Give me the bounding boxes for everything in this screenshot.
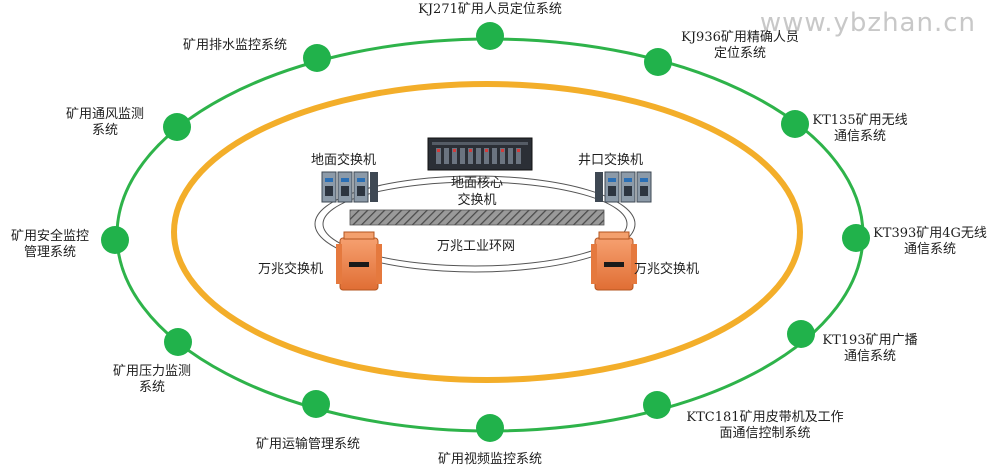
system-node-kj936: [644, 48, 672, 76]
wellhead-switch-label: 井口交换机: [578, 153, 644, 168]
inner-backbone-ring: [171, 81, 803, 383]
ring-network-lines: [314, 175, 636, 273]
ground-switch-device: [321, 171, 378, 203]
system-label-ventilation: 矿用通风监测系统: [65, 107, 144, 138]
system-node-transport: [302, 390, 330, 418]
system-label-safety: 矿用安全监控管理系统: [10, 229, 89, 260]
wellhead-switch-device: [595, 171, 652, 203]
system-node-video: [476, 414, 504, 442]
system-label-transport: 矿用运输管理系统: [255, 437, 360, 452]
system-label-video: 矿用视频监控系统: [437, 452, 542, 467]
outer-system-ring: [115, 37, 865, 433]
system-node-kt193: [787, 320, 815, 348]
system-node-safety: [101, 226, 129, 254]
core-switch-label-line1: 地面核心: [450, 176, 503, 191]
core-switch-label-line2: 交换机: [457, 193, 497, 208]
backbone-bar: [349, 209, 605, 226]
system-label-ktc181: KTC181矿用皮带机及工作面通信控制系统: [686, 410, 844, 441]
system-nodes: [101, 22, 870, 442]
system-node-ktc181: [643, 391, 671, 419]
system-node-kj271: [476, 22, 504, 50]
system-label-kj936: KJ936矿用精确人员定位系统: [681, 30, 799, 61]
system-node-pressure: [164, 328, 192, 356]
gigabit-switch-left-label: 万兆交换机: [258, 262, 324, 277]
ground-switch-label: 地面交换机: [311, 153, 377, 168]
system-label-kt135: KT135矿用无线通信系统: [812, 113, 908, 144]
ring-network-label: 万兆工业环网: [436, 239, 515, 254]
gigabit-switch-right-label: 万兆交换机: [634, 262, 700, 277]
system-label-kt393: KT393矿用4G无线通信系统: [873, 226, 987, 257]
system-label-kt193: KT193矿用广播通信系统: [822, 333, 918, 364]
core-switch-device: [427, 137, 533, 171]
system-node-kt135: [781, 110, 809, 138]
system-node-ventilation: [163, 113, 191, 141]
system-label-drainage: 矿用排水监控系统: [182, 38, 287, 53]
gigabit-switch-right-device: [591, 231, 637, 291]
system-label-kj271: KJ271矿用人员定位系统: [418, 2, 562, 17]
system-node-kt393: [842, 224, 870, 252]
system-node-drainage: [303, 44, 331, 72]
gigabit-switch-left-device: [336, 231, 382, 291]
system-label-pressure: 矿用压力监测系统: [112, 364, 191, 395]
watermark: www.ybzhan.cn: [759, 8, 976, 38]
